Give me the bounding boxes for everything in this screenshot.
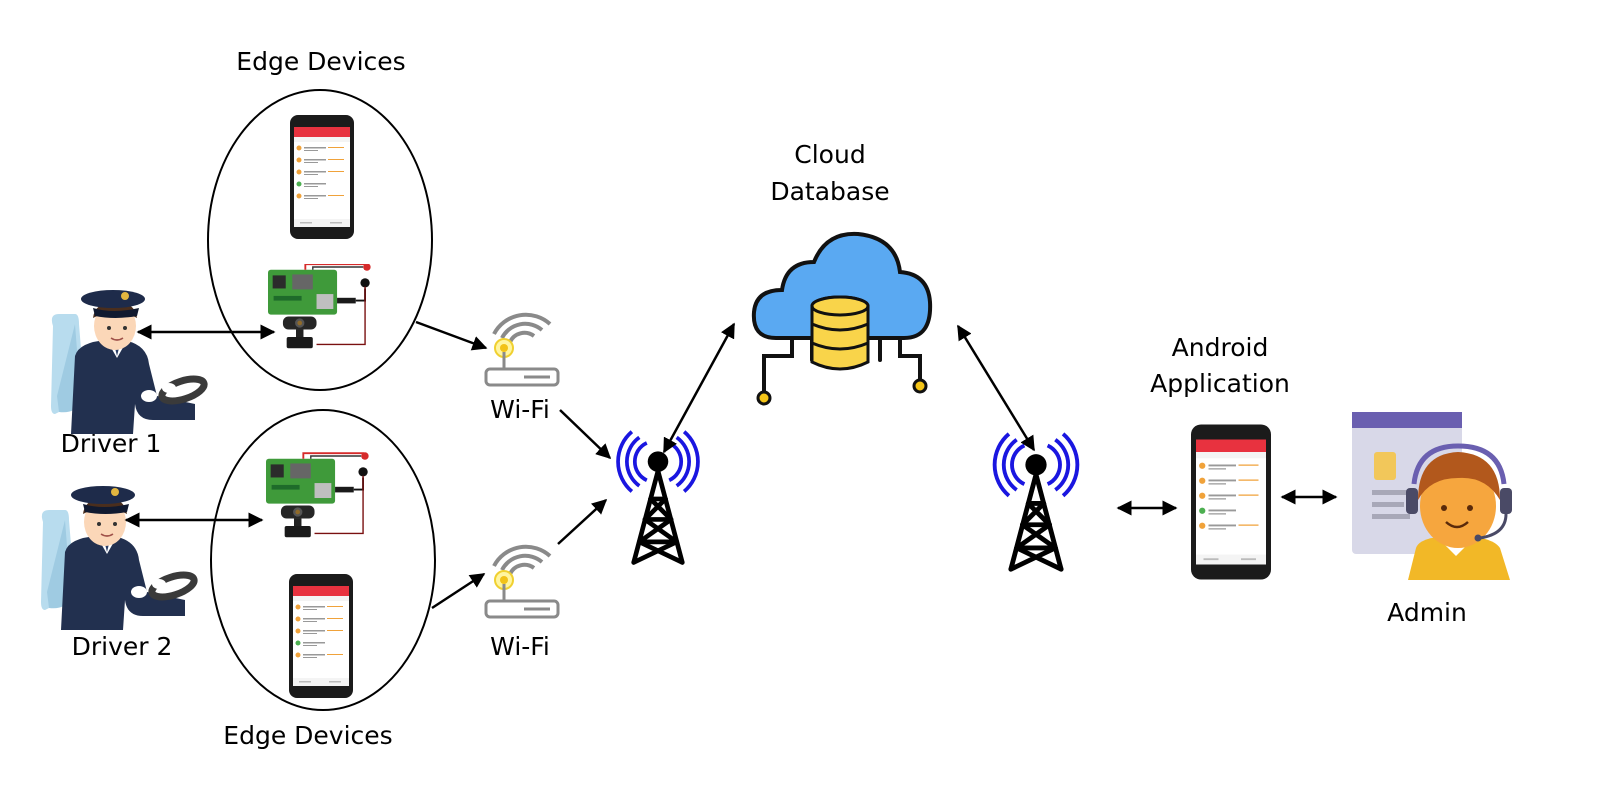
- arrow-cloud-tower: [956, 324, 1036, 452]
- wifi-router-icon: [484, 544, 560, 619]
- cell-tower-icon: [618, 432, 698, 563]
- driver-icon: [41, 486, 197, 630]
- wifi-bottom-label: Wi-Fi: [490, 632, 550, 661]
- edge-devices-group-top: [207, 89, 433, 391]
- raspberry-pi-icon: [268, 264, 372, 350]
- admin-label: Admin: [1387, 598, 1467, 627]
- cell-tower-icon: [995, 434, 1078, 569]
- arrow-wifi-top-tower: [559, 409, 612, 460]
- edge-devices-group-bottom: [210, 409, 436, 711]
- android-label-line2: Application: [1150, 369, 1290, 398]
- connection-arrows: [124, 320, 1338, 610]
- raspberry-pi-icon: [266, 451, 370, 539]
- wifi-router-icon: [484, 312, 560, 387]
- driver-icon: [51, 290, 207, 434]
- android-label-line1: Android: [1172, 333, 1269, 362]
- edge-devices-top-label: Edge Devices: [236, 47, 405, 76]
- smartphone-icon: [290, 115, 354, 239]
- cloud-database-icon: [751, 231, 933, 406]
- driver2-label: Driver 2: [72, 632, 173, 661]
- arrow-tower-cloud: [662, 322, 736, 454]
- smartphone-icon: [1191, 424, 1271, 580]
- smartphone-icon: [289, 574, 353, 698]
- wifi-top-label: Wi-Fi: [490, 395, 550, 424]
- arrow-wifi-bottom-tower: [557, 498, 608, 545]
- cloud-label-line2: Database: [770, 177, 889, 206]
- arrow-edge-bottom-wifi: [431, 572, 486, 610]
- arrow-edge-top-wifi: [415, 320, 488, 351]
- admin-icon: [1352, 412, 1512, 580]
- cloud-label-line1: Cloud: [794, 140, 865, 169]
- edge-devices-bottom-label: Edge Devices: [223, 721, 392, 750]
